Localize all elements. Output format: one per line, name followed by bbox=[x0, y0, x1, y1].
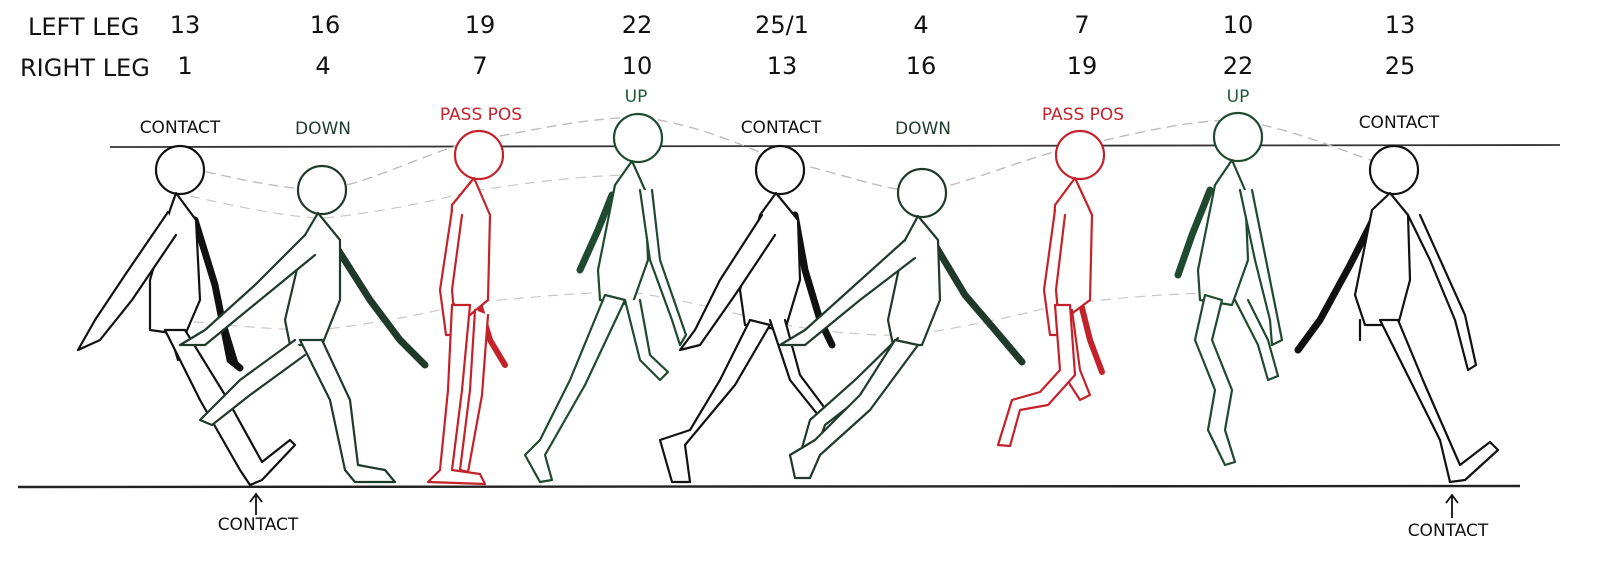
right-leg-frame: 19 bbox=[1067, 52, 1098, 80]
head bbox=[1054, 129, 1106, 181]
pose-label: UP bbox=[625, 87, 648, 107]
body bbox=[596, 159, 650, 307]
figure-contact-2 bbox=[658, 144, 836, 484]
pose-label: CONTACT bbox=[1359, 113, 1440, 133]
right-leg-frame: 7 bbox=[472, 52, 487, 80]
right-leg-frame: 1 bbox=[177, 52, 192, 80]
right-leg-frame: 4 bbox=[315, 52, 330, 80]
head bbox=[1212, 111, 1264, 163]
head bbox=[296, 164, 348, 216]
left-leg-frame: 16 bbox=[310, 11, 341, 39]
ground-markers bbox=[249, 492, 1459, 518]
left-leg-frames: 13 16 19 22 25/1 4 7 10 13 bbox=[170, 11, 1416, 39]
front-leg bbox=[1378, 318, 1500, 484]
right-leg-frames: 1 4 7 10 13 16 19 22 25 bbox=[177, 52, 1415, 80]
ground-contact-label: CONTACT bbox=[1408, 521, 1489, 541]
figure-contact-1 bbox=[76, 144, 297, 487]
left-leg-frame: 10 bbox=[1223, 11, 1254, 39]
back-leg bbox=[1233, 298, 1280, 382]
pose-label: CONTACT bbox=[140, 118, 221, 138]
head-height-guide bbox=[109, 144, 1561, 148]
figure-pass-pos-2 bbox=[996, 129, 1106, 448]
pose-labels: CONTACT DOWN PASS POS UP CONTACT DOWN PA… bbox=[140, 87, 1440, 139]
body bbox=[886, 214, 942, 347]
left-leg-frame: 22 bbox=[622, 11, 653, 39]
figure-down-2 bbox=[778, 167, 1026, 480]
left-leg-frame: 13 bbox=[1385, 11, 1416, 39]
back-arm bbox=[1174, 186, 1214, 279]
left-leg-frame: 19 bbox=[465, 11, 496, 39]
figure-up-2 bbox=[1174, 111, 1284, 467]
body bbox=[1196, 158, 1250, 307]
body bbox=[283, 211, 342, 347]
head bbox=[453, 129, 505, 181]
front-leg bbox=[426, 303, 487, 486]
figure-up-1 bbox=[523, 112, 688, 484]
front-arm bbox=[76, 210, 178, 352]
back-arm bbox=[1077, 297, 1105, 375]
front-arm bbox=[1406, 213, 1478, 372]
left-leg-row-label: LEFT LEG bbox=[28, 13, 139, 41]
back-leg bbox=[623, 298, 670, 382]
right-leg-frame: 25 bbox=[1385, 52, 1416, 80]
arrow-up-icon bbox=[1445, 493, 1459, 518]
pose-label: UP bbox=[1227, 87, 1250, 107]
figure-pass-pos-1 bbox=[426, 129, 508, 486]
pose-label: PASS POS bbox=[1042, 105, 1124, 125]
body bbox=[1353, 191, 1412, 327]
back-arm bbox=[331, 241, 429, 369]
head bbox=[612, 112, 664, 164]
front-arm bbox=[1238, 188, 1284, 347]
figure-down-1 bbox=[178, 164, 429, 484]
front-leg bbox=[1193, 293, 1237, 467]
left-leg-frame: 25/1 bbox=[755, 11, 809, 39]
ground-line bbox=[17, 484, 1521, 489]
head bbox=[154, 144, 206, 196]
pose-label: PASS POS bbox=[440, 105, 522, 125]
figures bbox=[76, 111, 1500, 487]
left-leg-frame: 13 bbox=[170, 11, 201, 39]
arrow-up-icon bbox=[249, 492, 263, 515]
right-leg-frame: 22 bbox=[1223, 52, 1254, 80]
front-arm bbox=[778, 238, 917, 347]
head bbox=[754, 144, 806, 196]
front-arm bbox=[1042, 208, 1067, 337]
front-arm bbox=[178, 233, 317, 347]
back-leg bbox=[198, 338, 307, 427]
back-arm bbox=[931, 241, 1026, 366]
front-leg bbox=[523, 293, 627, 484]
pose-label: DOWN bbox=[895, 119, 951, 139]
back-arm bbox=[576, 191, 616, 274]
right-leg-frame: 13 bbox=[767, 52, 798, 80]
ground-contact-label: CONTACT bbox=[218, 515, 299, 535]
front-leg bbox=[298, 338, 397, 484]
front-arm bbox=[638, 188, 688, 347]
front-leg bbox=[658, 318, 772, 484]
right-leg-frame: 16 bbox=[906, 52, 937, 80]
front-arm bbox=[678, 213, 777, 352]
back-arm bbox=[1294, 206, 1382, 354]
shoulder-guide bbox=[189, 174, 641, 219]
front-leg bbox=[788, 338, 920, 480]
back-arm bbox=[791, 211, 836, 349]
left-leg-frame: 7 bbox=[1074, 11, 1089, 39]
pose-label: DOWN bbox=[295, 119, 351, 139]
head bbox=[896, 167, 948, 219]
right-leg-frame: 10 bbox=[622, 52, 653, 80]
pose-label: CONTACT bbox=[741, 118, 822, 138]
figure-contact-3 bbox=[1294, 144, 1500, 484]
head bbox=[1368, 144, 1420, 196]
right-leg-row-label: RIGHT LEG bbox=[20, 54, 150, 82]
front-leg bbox=[996, 303, 1077, 448]
left-leg-frame: 4 bbox=[913, 11, 928, 39]
